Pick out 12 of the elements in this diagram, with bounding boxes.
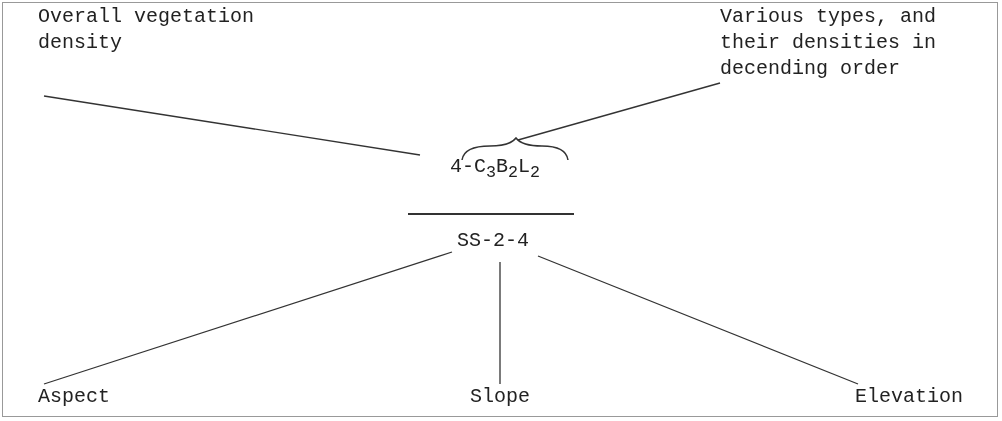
formula-denominator: SS-2-4 — [448, 228, 538, 262]
leader-line — [43, 95, 421, 156]
leader-line — [43, 251, 453, 385]
leader-line — [517, 82, 721, 141]
leader-line — [537, 255, 859, 385]
annotation-text: Elevation — [855, 384, 970, 412]
annotation-text: Slope — [462, 384, 538, 412]
annotation-text: Overall vegetation density — [38, 4, 298, 97]
annotation-text: Aspect — [38, 384, 118, 412]
annotation-text: Various types, and their densities in decending order — [690, 4, 958, 84]
leader-line — [499, 261, 501, 385]
formula-numerator: 4-C$_{3}$B$_{2}$L$_{2}$ — [420, 140, 570, 188]
